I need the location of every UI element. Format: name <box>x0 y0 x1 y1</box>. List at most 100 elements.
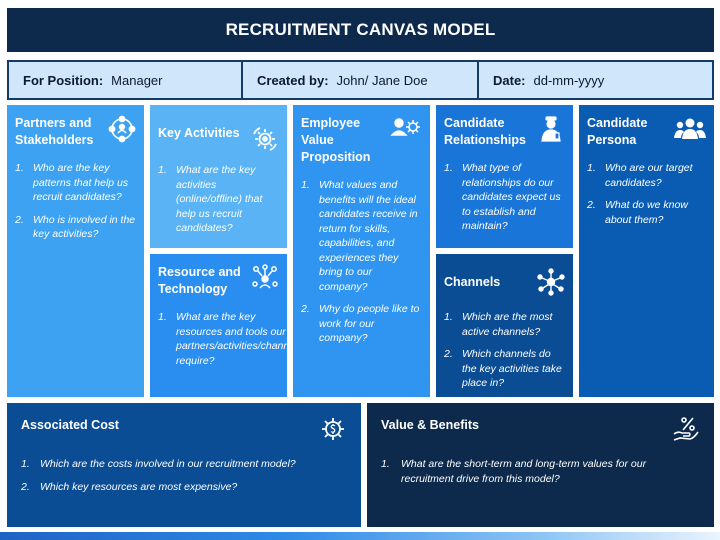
item-number: 1. <box>158 311 167 323</box>
card-title-line: Associated Cost <box>21 418 119 432</box>
item-text: What type of relationships do our candid… <box>462 162 561 232</box>
item-text: What are the key activities (online/offl… <box>176 164 263 234</box>
card-employee-value-proposition: Employee Value Proposition 1. What values… <box>293 105 430 397</box>
list-item: 2. Why do people like to work for our com… <box>301 302 422 346</box>
item-number: 1. <box>301 179 310 191</box>
handshake-icon <box>537 115 565 143</box>
list-item: 1. What type of relationships do our cand… <box>444 161 565 234</box>
list-item: 1. Who are the key patterns that help us … <box>15 161 136 205</box>
item-number: 2. <box>15 213 24 226</box>
list-item: 2. What do we know about them? <box>587 198 706 227</box>
item-list: 1. What are the key activities (online/of… <box>158 163 279 236</box>
cost-gear-icon <box>319 415 347 443</box>
card-title: Channels <box>444 274 500 291</box>
card-candidate-persona: Candidate Persona 1.Who are our target c… <box>579 105 714 397</box>
item-list: 1. What are the key resources and tools o… <box>158 310 303 368</box>
employee-gear-icon <box>390 115 422 143</box>
hand-percent-icon <box>672 415 700 443</box>
list-item: 1.Who are our target candidates? <box>587 161 706 190</box>
card-title-line: Resource and <box>158 265 241 279</box>
item-number: 1. <box>21 458 30 470</box>
card-title: Key Activities <box>158 125 240 142</box>
position-value: Manager <box>111 72 163 88</box>
list-item: 2. Which key resources are most expensive… <box>21 480 347 495</box>
item-text: Why do people like to work for our compa… <box>319 303 420 344</box>
item-number: 2. <box>301 303 310 315</box>
card-title-line: Key Activities <box>158 126 240 140</box>
card-key-activities: Key Activities 1. What are the key activi… <box>150 105 287 248</box>
card-title-line: Channels <box>444 275 501 289</box>
item-list: 1.Who are our target candidates? 2. What … <box>587 161 706 227</box>
item-text: Which channels do the key activities tak… <box>462 348 562 389</box>
list-item: 1. Which are the costs involved in our re… <box>21 457 347 472</box>
position-label: For Position: <box>23 72 104 88</box>
item-number: 2. <box>444 348 453 360</box>
card-title: Candidate Relationships <box>444 115 526 149</box>
item-text: What are the short-term and long-term va… <box>401 458 647 485</box>
tech-network-icon <box>251 264 279 292</box>
card-title-line: Proposition <box>301 150 371 164</box>
card-title-line: Partners and <box>15 116 92 130</box>
group-people-icon <box>674 115 706 143</box>
list-item: 1. What values and benefits will the idea… <box>301 178 422 294</box>
item-number: 1. <box>381 458 390 470</box>
item-list: 1. What values and benefits will the idea… <box>301 178 422 346</box>
card-channels: Channels 1. Which are the most active cha… <box>436 254 573 397</box>
item-text: Which are the costs involved in our recr… <box>40 458 296 470</box>
list-item: 1. What are the short-term and long-term … <box>381 457 700 486</box>
list-item: 1. What are the key resources and tools o… <box>158 310 303 368</box>
item-text: What values and benefits will the ideal … <box>319 179 418 293</box>
list-item: 1. Which are the most active channels? <box>444 310 565 339</box>
item-number: 1. <box>15 162 24 174</box>
created-by-value: John/ Jane Doe <box>336 72 428 88</box>
card-title: Value & Benefits <box>381 417 479 434</box>
gear-cycle-icon <box>251 125 279 153</box>
item-number: 1. <box>444 311 453 323</box>
card-value-benefits: Value & Benefits 1. What are the short-te… <box>367 403 714 527</box>
card-title: Partners and Stakeholders <box>15 115 94 149</box>
position-field: For Position: Manager <box>7 60 243 100</box>
card-associated-cost: Associated Cost 1. Which are the costs in… <box>7 403 361 527</box>
date-field: Date: dd-mm-yyyy <box>477 60 714 100</box>
card-partners-stakeholders: Partners and Stakeholders 1. Who are the … <box>7 105 144 397</box>
item-number: 1. <box>158 164 167 176</box>
item-list: 1. Which are the most active channels? 2.… <box>444 310 565 391</box>
item-text: What are the key resources and tools our… <box>176 311 303 367</box>
card-resource-technology: Resource and Technology 1. What are the k… <box>150 254 303 397</box>
card-title: Candidate Persona <box>587 115 647 149</box>
card-title-line: Candidate <box>587 116 648 130</box>
item-number: 2. <box>587 199 596 211</box>
card-title-line: Value & Benefits <box>381 418 479 432</box>
card-title-line: Stakeholders <box>15 133 94 147</box>
card-title-line: Persona <box>587 133 637 147</box>
list-item: 1. What are the key activities (online/of… <box>158 163 279 236</box>
item-text: Who are the key patterns that help us re… <box>33 162 129 203</box>
item-text: Who is involved in the key activities? <box>33 213 136 241</box>
bottom-gradient-strip <box>0 532 720 540</box>
card-title: Resource and Technology <box>158 264 241 298</box>
date-label: Date: <box>493 72 526 88</box>
title-bar: RECRUITMENT CANVAS MODEL <box>7 8 714 52</box>
list-item: 2. Who is involved in the key activities? <box>15 213 136 242</box>
item-list: 1. Who are the key patterns that help us … <box>15 161 136 242</box>
item-list: 1. What type of relationships do our cand… <box>444 161 565 234</box>
list-item: 2. Which channels do the key activities t… <box>444 347 565 391</box>
item-text: Which key resources are most expensive? <box>40 480 238 493</box>
card-title-line: Relationships <box>444 133 526 147</box>
created-by-label: Created by: <box>257 72 329 88</box>
channels-hub-icon <box>537 268 565 296</box>
item-text: What do we know about them? <box>605 199 688 226</box>
card-title-line: Employee Value <box>301 116 361 147</box>
item-text: Which are the most active channels? <box>462 311 553 338</box>
network-people-icon <box>108 115 136 143</box>
item-number: 2. <box>21 480 30 493</box>
item-list: 1. What are the short-term and long-term … <box>381 457 700 486</box>
date-value: dd-mm-yyyy <box>533 72 605 88</box>
created-by-field: Created by: John/ Jane Doe <box>241 60 479 100</box>
card-title: Employee Value Proposition <box>301 115 390 166</box>
item-list: 1. Which are the costs involved in our re… <box>21 457 347 494</box>
item-text: Who are our target candidates? <box>605 162 693 189</box>
card-title-line: Candidate <box>444 116 505 130</box>
item-number: 1. <box>444 162 453 174</box>
card-candidate-relationships: Candidate Relationships 1. What type of r… <box>436 105 573 248</box>
